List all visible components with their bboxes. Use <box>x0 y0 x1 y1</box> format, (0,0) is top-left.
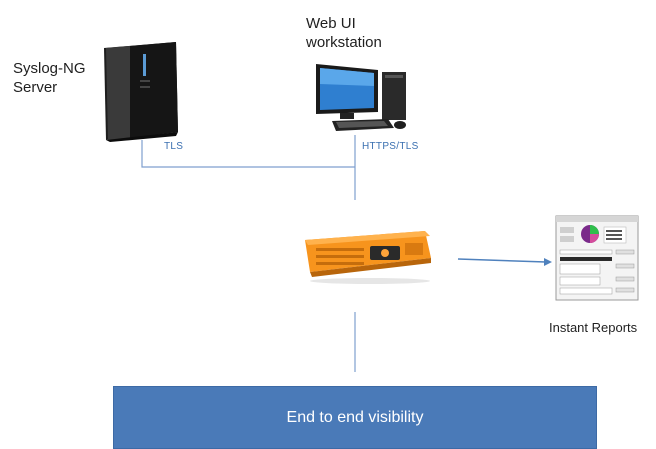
desktop-computer-icon <box>316 64 406 131</box>
web-ui-workstation-label: Web UI workstation <box>306 14 406 52</box>
end-to-end-visibility-banner: End to end visibility <box>113 386 597 449</box>
tls-connection-label: TLS <box>164 141 184 152</box>
syslog-connector <box>141 140 355 168</box>
syslog-server-label-line2: Server <box>13 79 58 96</box>
banner-text: End to end visibility <box>286 408 424 426</box>
tower-server-icon <box>104 42 178 142</box>
web-ui-workstation-label-line1: Web UI <box>306 15 356 32</box>
syslog-server-label-line1: Syslog-NG <box>13 60 86 77</box>
https-tls-connection-label: HTTPS/TLS <box>362 141 419 152</box>
reports-arrow <box>457 258 552 266</box>
rack-appliance-icon <box>305 231 431 284</box>
instant-reports-label: Instant Reports <box>549 320 638 335</box>
connector-lines <box>141 135 356 372</box>
syslog-server-label: Syslog-NG Server <box>13 59 93 97</box>
report-screenshot-icon <box>555 215 639 301</box>
web-ui-workstation-label-line2: workstation <box>306 34 382 51</box>
